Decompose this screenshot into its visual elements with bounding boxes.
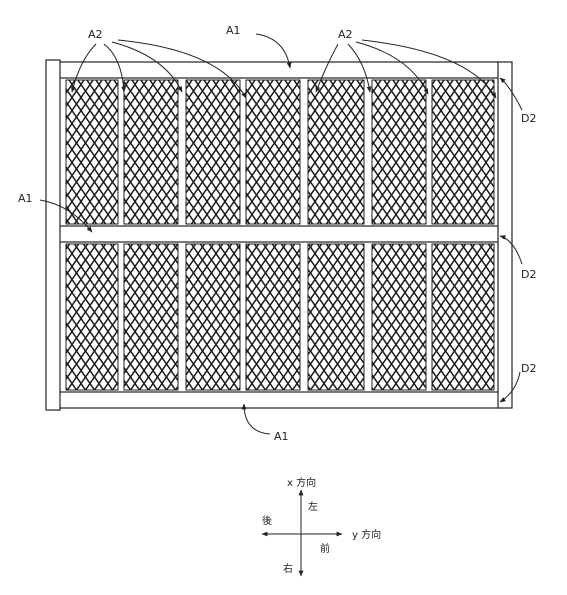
- mesh-panel-r1-c6: [371, 79, 427, 225]
- mesh-panel-r2-c5: [307, 243, 365, 391]
- mesh-panel-r1-c4: [245, 79, 301, 225]
- compass-left-label: 左: [308, 500, 318, 513]
- direction-compass: [261, 489, 343, 577]
- right-post: [497, 61, 513, 409]
- mesh-panel-r1-c1: [65, 79, 119, 225]
- a2-left-leader-3: [111, 41, 183, 93]
- bottom-rail: [57, 391, 501, 409]
- a2-right-leader-1: [315, 43, 339, 93]
- mesh-panel-r1-c2: [123, 79, 179, 225]
- a2-right-leader-2: [347, 43, 372, 93]
- d2-top-leader: [499, 77, 523, 111]
- label-a2-left: A2: [88, 28, 103, 41]
- d2-mid-leader: [499, 235, 523, 265]
- a1-top-leader: [255, 33, 292, 69]
- middle-rail: [57, 225, 501, 243]
- label-a1-top: A1: [226, 24, 241, 37]
- label-d2-mid: D2: [521, 268, 536, 281]
- mesh-panel-r1-c3: [185, 79, 241, 225]
- left-post: [45, 59, 61, 411]
- a2-left-leader-4: [117, 39, 247, 99]
- compass-y-axis-label: y 方向: [352, 528, 381, 541]
- compass-back-label: 後: [262, 514, 272, 527]
- a1-left-leader: [39, 199, 93, 233]
- mesh-panel-r2-c1: [65, 243, 119, 391]
- leader-lines: [39, 33, 523, 435]
- label-a1-left: A1: [18, 192, 33, 205]
- reference-labels: A1 A1 A1 A2 A2 D2 D2 D2: [18, 24, 536, 443]
- compass-front-label: 前: [320, 542, 330, 555]
- mesh-panel-r2-c6: [371, 243, 427, 391]
- a2-left-leader-2: [103, 43, 127, 93]
- compass-x-axis-label: x 方向: [287, 476, 316, 489]
- label-a2-right: A2: [338, 28, 353, 41]
- mesh-panel-r2-c2: [123, 243, 179, 391]
- mesh-panels: [65, 79, 495, 391]
- a2-left-leader-1: [70, 43, 97, 93]
- a1-bottom-leader: [241, 403, 271, 435]
- label-d2-top: D2: [521, 112, 536, 125]
- a2-right-leader-3: [355, 41, 429, 95]
- mesh-panel-r2-c7: [431, 243, 495, 391]
- mesh-panel-r1-c5: [307, 79, 365, 225]
- mesh-panel-r1-c7: [431, 79, 495, 225]
- label-a1-bottom: A1: [274, 430, 289, 443]
- top-rail: [57, 61, 501, 79]
- label-d2-bottom: D2: [521, 362, 536, 375]
- compass-right-label: 右: [283, 562, 293, 575]
- compass-labels: x 方向 左 後 y 方向 前 右: [262, 476, 381, 575]
- mesh-panel-r2-c3: [185, 243, 241, 391]
- d2-bottom-leader: [499, 371, 521, 403]
- a2-right-leader-4: [361, 39, 497, 99]
- mesh-panel-r2-c4: [245, 243, 301, 391]
